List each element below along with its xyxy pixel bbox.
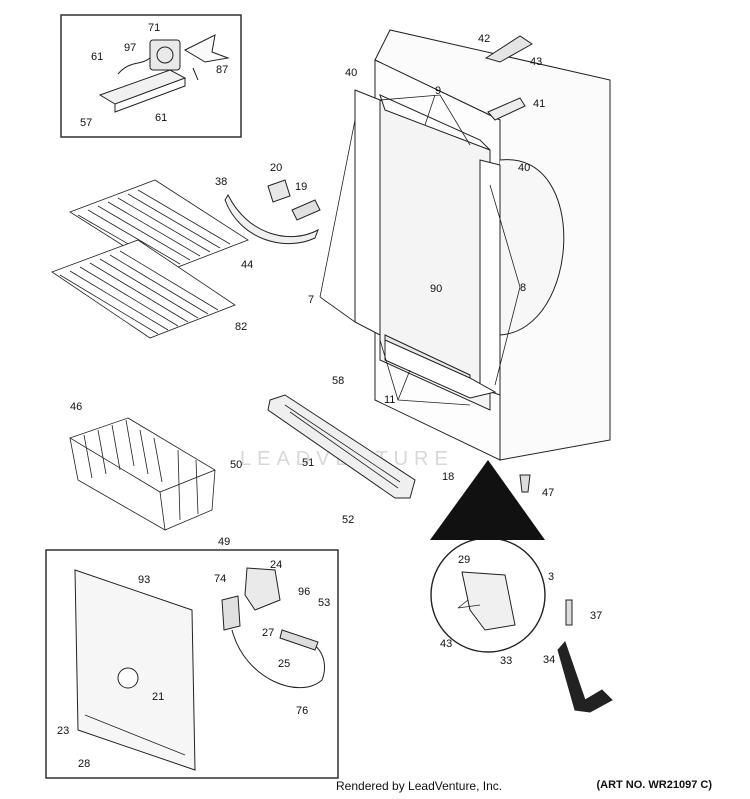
- callout: 46: [70, 401, 82, 413]
- callout: 57: [80, 117, 92, 129]
- callout: 71: [148, 22, 160, 34]
- callout: 87: [216, 64, 228, 76]
- callout: 19: [295, 181, 307, 193]
- callout: 41: [533, 98, 545, 110]
- door-gaskets: [354, 89, 501, 399]
- hinge-cover: [484, 35, 533, 63]
- harness-wire: [231, 629, 325, 689]
- fan-motor-inset-box: [60, 14, 242, 138]
- light-bracket: [279, 629, 319, 651]
- bottom-hinge-bracket: [461, 571, 516, 631]
- leveling-leg: [519, 474, 531, 493]
- callout: 61: [91, 51, 103, 63]
- callout: 28: [78, 758, 90, 770]
- callout: 24: [270, 559, 282, 571]
- callout: 40: [345, 67, 357, 79]
- fan-motor-assembly: [98, 34, 230, 113]
- wire-shelf-lower: [51, 239, 236, 339]
- art-number: (ART NO. WR21097 C): [596, 779, 712, 791]
- callout: 43: [530, 56, 542, 68]
- light-socket: [244, 567, 281, 611]
- callout: 52: [342, 514, 354, 526]
- callout: 90: [430, 283, 442, 295]
- callout: 51: [302, 457, 314, 469]
- latch-pin: [291, 199, 321, 221]
- callout: 33: [500, 655, 512, 667]
- thermostat-knob: [117, 667, 139, 689]
- callout: 20: [270, 162, 282, 174]
- callout: 42: [478, 33, 490, 45]
- callout: 37: [590, 610, 602, 622]
- cabinet-body: [374, 29, 611, 461]
- callout: 23: [57, 725, 69, 737]
- callout: 44: [241, 259, 253, 271]
- leader-lines: [319, 94, 521, 609]
- callout: 7: [308, 294, 314, 306]
- callout: 96: [298, 586, 310, 598]
- callout: 53: [318, 597, 330, 609]
- callout: 8: [520, 282, 526, 294]
- leg-bolt: [565, 599, 573, 626]
- callout-labels: 71 97 61 87 57 61 42 43 40 9 41 40 20 38…: [57, 22, 602, 770]
- callout: 82: [235, 321, 247, 333]
- callout: 25: [278, 658, 290, 670]
- callout: 58: [332, 375, 344, 387]
- callout: 27: [262, 627, 274, 639]
- door-handle: [224, 193, 319, 245]
- callout: 18: [442, 471, 454, 483]
- callout: 47: [542, 487, 554, 499]
- callout: 34: [543, 654, 555, 666]
- callout: 97: [124, 42, 136, 54]
- leveling-wrench: [557, 641, 613, 713]
- evaporator-cover-inset-box: [45, 549, 339, 779]
- wire-basket: [69, 417, 216, 531]
- callout: 29: [458, 554, 470, 566]
- callout: 49: [218, 536, 230, 548]
- toe-grille: [267, 394, 416, 499]
- evaporator-cover: [74, 569, 196, 771]
- rendered-by-credit: Rendered by LeadVenture, Inc.: [336, 779, 503, 793]
- callout: 3: [548, 571, 554, 583]
- callout: 43: [440, 638, 452, 650]
- top-hinge: [487, 97, 526, 121]
- callout: 61: [155, 112, 167, 124]
- callout: 76: [296, 705, 308, 717]
- switch: [221, 595, 241, 631]
- callout: 21: [152, 691, 164, 703]
- callout: 40: [518, 162, 530, 174]
- callout: 74: [214, 573, 226, 585]
- callout: 93: [138, 574, 150, 586]
- callout: 11: [384, 394, 395, 406]
- callout: 9: [435, 85, 441, 97]
- latch-part: [267, 179, 291, 203]
- callout: 38: [215, 176, 227, 188]
- callout: 50: [230, 459, 242, 471]
